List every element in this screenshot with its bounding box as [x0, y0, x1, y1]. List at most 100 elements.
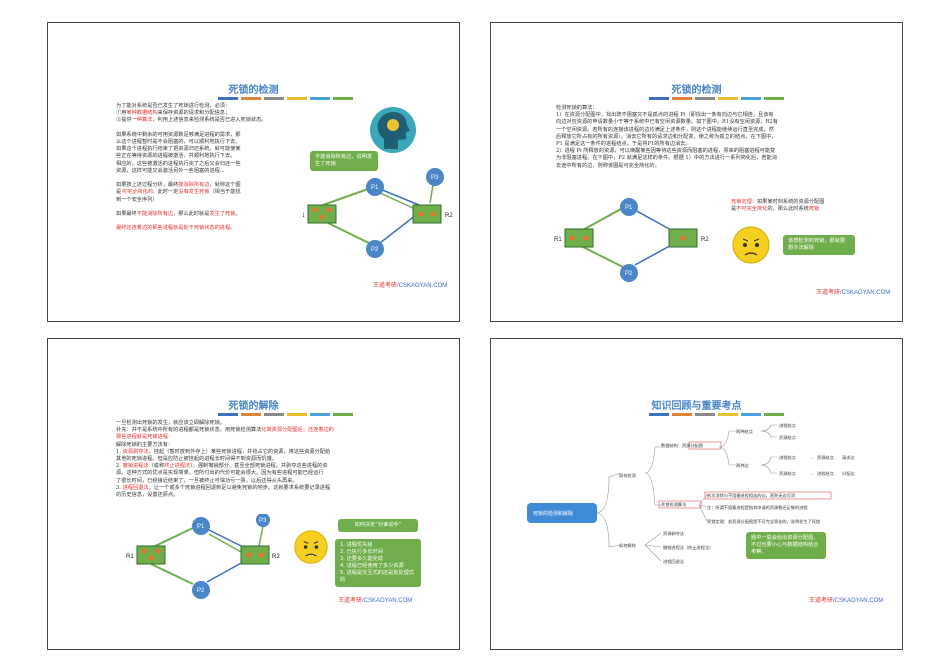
color-bar	[741, 413, 761, 416]
body-line: 相应的，这些被激活的进程执行完了之后又会归还一些	[116, 160, 241, 167]
node-data-structure: 数据结构：资源分配图	[661, 442, 703, 449]
label-r2: R2	[701, 237, 709, 243]
criteria-item: 1. 进程优先级	[340, 542, 373, 548]
mind-root	[527, 503, 597, 523]
branch-recover: 如何解除	[619, 542, 637, 549]
hint-bubble: 该想检测到死锁，那就要想办法解除	[783, 235, 855, 255]
body-line: 1. 资源剥夺法。挂起（暂时放到外存上）某些死锁进程，并抢占它的资源，将这些资源…	[116, 448, 331, 455]
body-line: 为了能对系统是否已发生了死锁进行检测，必须：	[116, 103, 231, 109]
color-bar	[218, 413, 238, 416]
color-bar	[695, 97, 715, 100]
body-line: 一个空闲资源。若所有的连接该进程的边均满足上述条件，则这个进程能继续运行直至完成…	[556, 126, 774, 133]
slide-title: 死锁的检测	[228, 85, 279, 96]
footer: 王道考研/CSKAOYAN.COM	[338, 598, 413, 604]
brain-head-icon	[377, 112, 410, 149]
body-line: 1）在资源分配图中，找出既不阻塞又不是孤点的进程 Pi（即找出一条有向边与它相连…	[556, 112, 774, 119]
body-line: 些正在等待资源的进程被激活，并顺利地执行下去。	[116, 153, 236, 160]
slide-title: 死锁的检测	[671, 85, 722, 96]
mind-tail-assign: 分配边	[842, 470, 855, 477]
label-r1: R1	[554, 237, 562, 243]
node-p1	[366, 178, 384, 196]
mind-map: 死锁的检测和解除 如何检测 如何解除 数据结构：资源分配图 死锁检测算法 两种结…	[527, 422, 855, 565]
color-bar	[649, 413, 669, 416]
label-r1: R1	[126, 554, 134, 560]
label-p1: P1	[625, 205, 633, 211]
color-bar	[741, 97, 761, 100]
body-line: 死锁定理：如果某时刻系统的资源分配图	[731, 199, 825, 205]
body-line: 补充：并不是系统中所有的进程都是死锁状态，用死锁检测算法化简资源分配图后，还连着…	[116, 427, 334, 434]
body-line: 是可完全简化的。此时一定没有发生死锁（相当于能找	[116, 189, 241, 196]
node-p2	[620, 264, 638, 282]
slide-deadlock-detection-2: 死锁的检测 检测死锁的算法： 1）在资源分配图中，找出既不阻塞又不是孤点的进程 …	[490, 22, 903, 322]
slide-title: 死锁的解除	[228, 401, 279, 412]
body-line: 资源，这样可能又会激活另外一些阻塞的进程...	[116, 167, 225, 174]
body-line: 解除死锁的主要方法有：	[116, 441, 174, 448]
body-line: 如果最终不能消除所有边，那么此时就是发生了死锁。	[116, 211, 241, 218]
color-bar	[241, 97, 261, 100]
color-bar	[333, 97, 353, 100]
body-line: 其他的死锁进程。但是应防止被挂起的进程长时间得不到资源而饥饿。	[116, 456, 277, 463]
branch-detect: 如何检测	[619, 472, 636, 479]
exam-tip-bubble: 题中一般会给出资源分配图，不过也要小心与数据结构结合考察。	[746, 532, 826, 559]
mind-leaf: 注：所谓不阻塞进程是指其申请的资源数还足够的进程	[707, 504, 808, 511]
mind-leaf: 依次消除与不阻塞进程相连的边，直到无边可消	[707, 492, 795, 499]
mind-leaf: 资源结点	[779, 470, 796, 477]
node-p2	[192, 581, 210, 599]
color-bars	[649, 413, 784, 416]
color-bars	[218, 413, 353, 416]
body-line: 如果按上述过程分析，最终能消除所有边，就称这个图	[116, 182, 241, 189]
label-p2: P2	[625, 271, 633, 277]
body-line: 检测死锁的算法：	[556, 105, 598, 111]
node-p1	[192, 517, 210, 535]
criteria-bubble: 1. 进程优先级 2. 已执行多长时间 3. 还要多久能完成 4. 进程已经使用…	[335, 539, 421, 587]
label-p1: P1	[371, 185, 379, 191]
mind-leaf: 资源结点	[817, 454, 834, 461]
slide-body: 为了能对系统是否已发生了死锁进行检测，必须： ①用某种数据结构来保存资源的请求和…	[116, 103, 356, 233]
deadlock-theorem: 死锁定理：如果某时刻系统的资源分配图 是不可完全简化的，那么此时系统死锁	[731, 199, 861, 213]
mind-leaf: 两种结点	[736, 428, 753, 435]
mind-leaf: 进程回退法	[663, 558, 684, 565]
label-r1: R1	[303, 213, 305, 219]
color-bar	[695, 413, 715, 416]
resource-allocation-graph: P1 P2 P3 R1 R2	[303, 168, 453, 258]
node-p1	[620, 198, 638, 216]
thinking-face-icon	[294, 530, 328, 564]
color-bar	[310, 413, 330, 416]
body-line: 了很长时间，已经接近结束了，一旦被终止可谓功亏一篑，以后还得从头再来。	[116, 477, 298, 484]
color-bar	[310, 97, 330, 100]
criteria-item: 5. 进程是交互式的还是批处理式的	[340, 570, 415, 583]
mind-leaf: 撤销进程法（终止进程法）	[663, 544, 713, 551]
body-line: ①用某种数据结构来保存资源的请求和分配信息；	[116, 110, 231, 117]
body-line: 一旦检测出死锁的发生，就应该立即解除死锁。	[116, 420, 225, 426]
mind-leaf: 进程结点	[779, 454, 796, 461]
node-r1	[307, 204, 337, 224]
label-p3: P3	[259, 518, 267, 524]
body-line: 么这个进程暂时是不会阻塞的，可以顺利地执行下去。	[116, 139, 241, 146]
slide-deadlock-detection-1: 死锁的检测 为了能对系统是否已发生了死锁进行检测，必须： ①用某种数据结构来保存…	[47, 22, 460, 322]
mind-leaf: 资源剥夺法	[663, 530, 684, 537]
slide-body: 一旦检测出死锁的发生，就应该立即解除死锁。 补充：并不是系统中所有的进程都是死锁…	[116, 420, 416, 499]
node-algorithm: 死锁检测算法	[661, 501, 686, 508]
label-p3: P3	[431, 175, 439, 181]
mind-leaf: 进程结点	[779, 422, 796, 429]
criteria-item: 4. 进程已经使用了多少资源	[340, 563, 404, 569]
color-bar	[718, 413, 738, 416]
color-bar	[264, 413, 284, 416]
color-bar	[672, 97, 692, 100]
color-bar	[218, 97, 238, 100]
body-line: P1 是满足这一条件的进程结点，于是将P1的所有边消去。	[556, 141, 691, 148]
node-p3	[256, 514, 270, 527]
body-line: 如果系统中剩余的可用资源数足够满足进程的需求，那	[116, 131, 241, 138]
conclusion-bubble: 不能消除所有边，说明发生了死锁	[310, 151, 378, 171]
mind-arrow: →	[809, 471, 813, 476]
resource-allocation-graph: P1 P2 P3 R1 R2	[126, 514, 280, 599]
mind-leaf: 资源结点	[779, 434, 796, 441]
color-bar	[287, 413, 307, 416]
color-bars	[218, 97, 353, 100]
body-line: 如果这个进程执行结束了把资源归还系统，就可能使某	[116, 146, 241, 153]
mind-leaf: 死锁定理：若资源分配图是不可完全简化的，说明发生了死锁	[707, 518, 821, 525]
root-label: 死锁的检测和解除	[533, 510, 573, 517]
label-p2: P2	[197, 588, 205, 594]
label-p2: P2	[371, 247, 379, 253]
body-line: 源。这种方式的优点是实现简单，但所付出的代价可能会很大。因为有些进程可能已经运行	[116, 470, 324, 477]
